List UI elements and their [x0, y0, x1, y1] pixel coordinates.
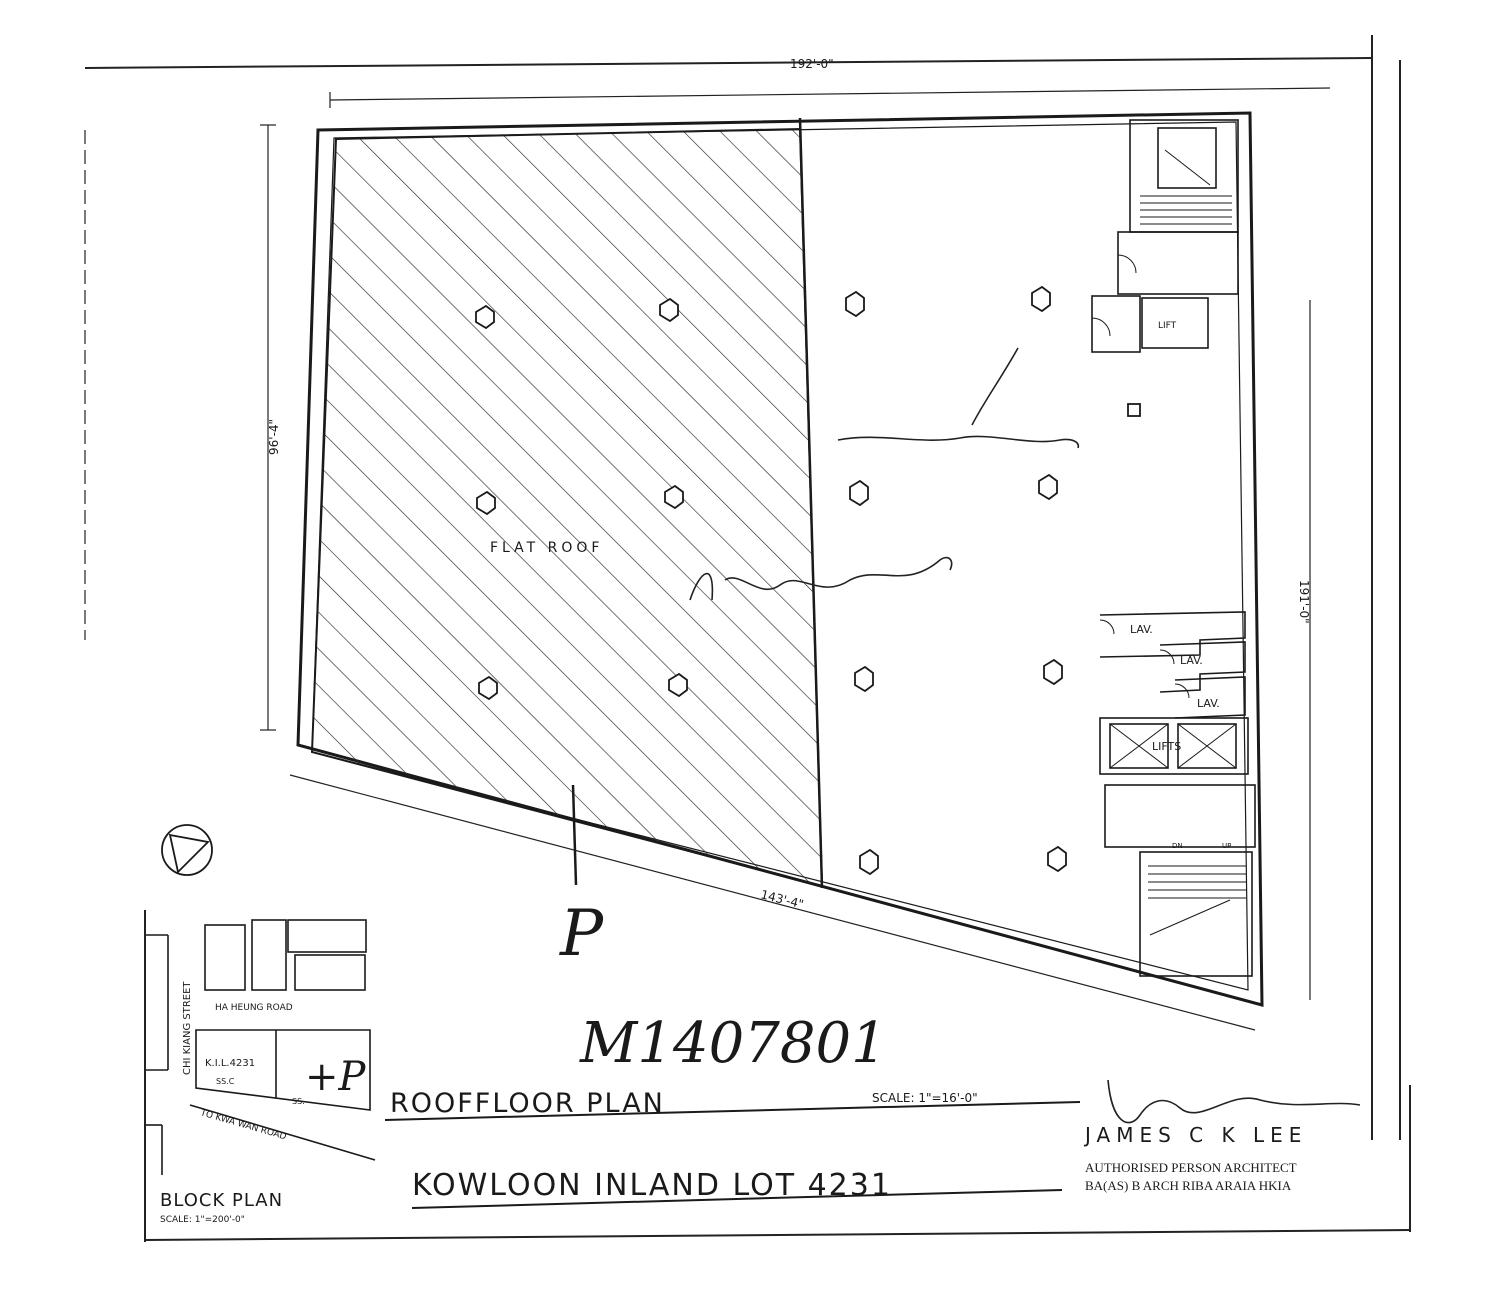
column-square [1127, 403, 1141, 417]
lot-title-underline [411, 1189, 1063, 1209]
block-plan-street-vertical: CHI KIANG STREET [182, 981, 193, 1075]
lav-label-2: LAV. [1180, 654, 1203, 667]
handwritten-reference-number: M1407801 [579, 1011, 887, 1076]
flat-roof-hatched-area [310, 127, 824, 888]
lifts-label: LIFTS [1152, 740, 1181, 753]
column [476, 490, 496, 516]
block-plan-map [146, 919, 376, 1175]
dimension-top-label: 192'-0" [790, 57, 834, 71]
sheet-border [84, 35, 1411, 1242]
stair-up-label: UP [1222, 842, 1231, 850]
top-stair-core [1091, 119, 1239, 353]
column [859, 848, 879, 876]
lavatory-block [1099, 611, 1246, 719]
block-plan-scale: SCALE: 1"=200'-0" [160, 1215, 245, 1225]
column [1047, 845, 1067, 873]
stair-down-label: DN [1172, 842, 1183, 850]
roof-divider-wall [798, 117, 824, 889]
column [478, 675, 498, 701]
block-plan-lot-code-1: SS.C [216, 1077, 235, 1086]
handwritten-signature-scribble [689, 347, 1361, 1124]
handwritten-p-large: P [559, 897, 604, 971]
architect-role: AUTHORISED PERSON ARCHITECT [1085, 1160, 1297, 1175]
dimension-left-label: 96'-4" [267, 419, 281, 455]
column [854, 665, 874, 693]
handwritten-p-small: +P [305, 1054, 367, 1100]
column [849, 479, 869, 507]
flat-roof-label: FLAT ROOF [490, 540, 604, 556]
dimension-lines [260, 87, 1331, 1031]
dimension-bottom-label: 143'-4" [759, 887, 805, 911]
lift-shaft-top [1141, 297, 1209, 349]
block-plan-lot-code-2: SS. [292, 1097, 305, 1106]
dimension-right-label: 191'-0" [1297, 580, 1311, 624]
block-plan-title: BLOCK PLAN [160, 1190, 283, 1211]
block-plan-road-top: HA HEUNG ROAD [215, 1003, 293, 1013]
architect-name: JAMES C K LEE [1083, 1123, 1307, 1147]
lav-label-3: LAV. [1197, 697, 1220, 710]
lav-label-1: LAV. [1130, 623, 1153, 636]
title-underline [384, 1101, 1081, 1121]
column [1031, 285, 1051, 313]
column [659, 297, 679, 323]
lift-label: LIFT [1158, 321, 1177, 331]
bottom-stair-core [1104, 784, 1256, 977]
column [1038, 473, 1058, 501]
column [1043, 658, 1063, 686]
block-plan-road-bottom: TO KWA WAN ROAD [198, 1108, 287, 1142]
lot-title: KOWLOON INLAND LOT 4231 [412, 1168, 892, 1203]
column [845, 290, 865, 318]
structural-columns [475, 285, 1141, 876]
column [668, 672, 688, 698]
p-marker-line [571, 784, 578, 886]
plan-scale: SCALE: 1"=16'-0" [872, 1091, 978, 1105]
column [664, 484, 684, 510]
block-plan-lot: K.I.L.4231 [205, 1058, 255, 1069]
architect-qualifications: BA(AS) B ARCH RIBA ARAIA HKIA [1085, 1178, 1292, 1193]
column [475, 304, 495, 330]
lift-pair [1099, 717, 1249, 775]
north-arrow-icon [161, 824, 213, 876]
